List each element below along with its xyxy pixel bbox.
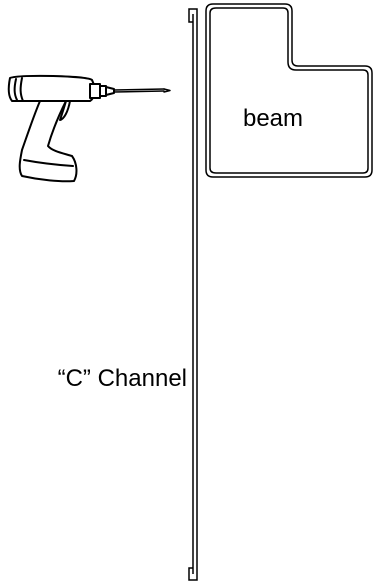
cordless-drill-icon — [7, 74, 171, 183]
beam-label: beam — [243, 105, 303, 132]
c-channel-label: “C” Channel — [58, 365, 187, 392]
beam-shape — [205, 3, 373, 178]
c-channel-shape — [188, 8, 198, 581]
